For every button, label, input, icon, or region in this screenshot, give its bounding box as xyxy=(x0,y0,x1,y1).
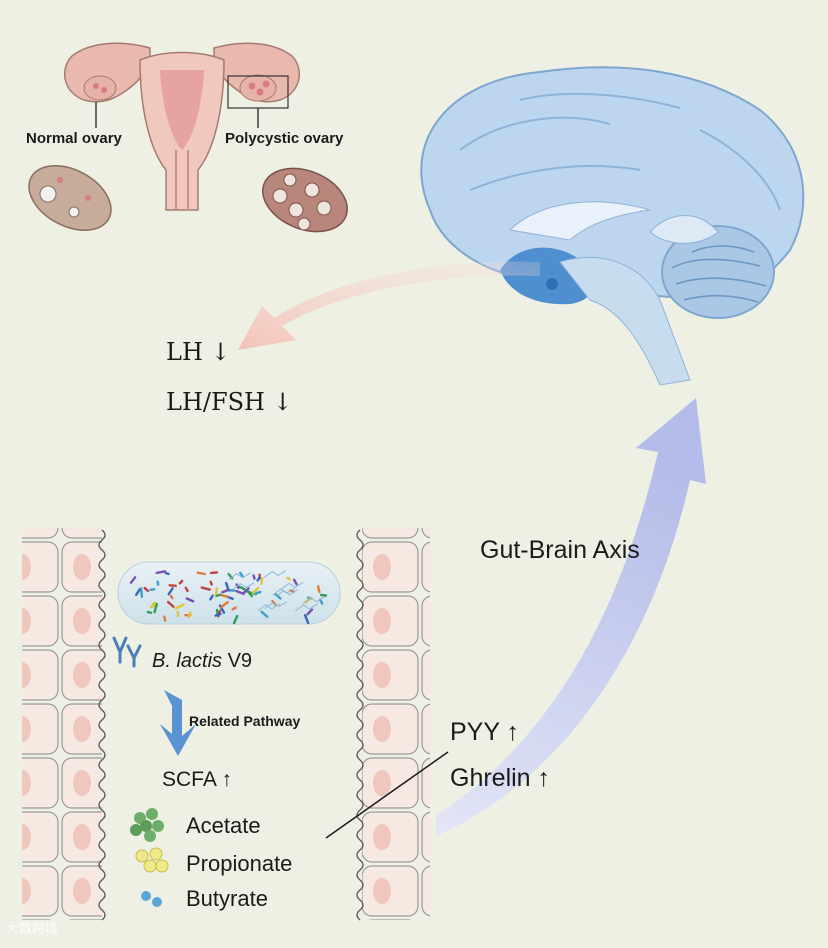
propionate-label: Propionate xyxy=(186,851,293,876)
cerebellum xyxy=(649,215,775,319)
bacterium xyxy=(155,570,167,575)
scfa-label: SCFA ↑ xyxy=(162,768,233,791)
bacterium xyxy=(149,588,156,592)
bacterium xyxy=(238,585,248,592)
bacterium xyxy=(319,593,328,597)
bacterium xyxy=(166,600,175,608)
bacterium xyxy=(200,586,211,591)
bacterium xyxy=(224,581,230,590)
receptor-icon xyxy=(112,636,142,668)
bacterium xyxy=(149,604,157,609)
bacterium xyxy=(184,586,189,593)
bacterium xyxy=(231,606,237,611)
acetate-label: Acetate xyxy=(186,813,261,838)
bacterium xyxy=(174,603,185,610)
bacterium xyxy=(232,614,239,625)
bacterium xyxy=(251,586,260,595)
bacterium xyxy=(215,593,222,597)
normal-ovary-section xyxy=(28,165,112,231)
bacteria-cluster xyxy=(129,570,328,625)
bacterium xyxy=(169,594,174,600)
bacterium xyxy=(196,571,206,576)
bacterium xyxy=(151,601,157,606)
bacterium xyxy=(220,600,229,609)
bacterium xyxy=(176,610,180,618)
bacteria-species-name: B. lactis xyxy=(152,650,223,672)
polycystic-ovary-section xyxy=(262,167,348,233)
bacterium xyxy=(256,576,261,582)
lh-fsh-label: LH/FSH ↓ xyxy=(166,388,293,416)
uterus-illustration xyxy=(28,42,348,233)
biofilm-strand xyxy=(263,570,287,578)
bacterium xyxy=(252,590,262,596)
related-pathway-label: Related Pathway xyxy=(189,713,301,729)
bacterium xyxy=(303,613,310,625)
normal-ovary-small xyxy=(83,75,117,101)
bacterium xyxy=(185,597,195,603)
biofilm-strand xyxy=(302,596,325,605)
butyrate-label: Butyrate xyxy=(186,886,268,911)
peptide-pointer-line xyxy=(325,751,449,839)
gut-brain-axis-label: Gut-Brain Axis xyxy=(480,536,640,564)
bacterium xyxy=(146,610,153,614)
biofilm-strand xyxy=(280,581,304,590)
bacterium xyxy=(134,588,141,597)
bacterium xyxy=(143,586,150,593)
intestinal-wall-right xyxy=(356,528,430,921)
gut-brain-arrow xyxy=(436,398,706,836)
bacterium xyxy=(209,571,219,575)
biofilm-strand xyxy=(228,572,251,581)
bacteria-label: B. lactis V9 xyxy=(152,650,252,673)
acetate-icon xyxy=(130,808,164,842)
bacterium xyxy=(306,608,314,616)
lh-label: LH ↓ xyxy=(166,338,231,366)
bacterium xyxy=(286,576,291,581)
normal-ovary-label: Normal ovary xyxy=(26,130,122,147)
bacterium xyxy=(214,612,222,617)
brain-to-hormone-arrow xyxy=(238,261,540,350)
pyy-label: PYY ↑ xyxy=(450,718,520,746)
probiotic-capsule xyxy=(117,561,341,625)
ghrelin-label: Ghrelin ↑ xyxy=(450,764,551,792)
bacterium xyxy=(178,579,184,585)
bacterium xyxy=(209,580,213,586)
brain-illustration xyxy=(420,66,805,386)
bacterium xyxy=(187,611,192,619)
bacterium xyxy=(274,593,282,600)
bacterium xyxy=(163,615,167,622)
bacterium xyxy=(153,602,159,614)
biofilm-strand xyxy=(272,587,295,596)
biofilm-strand xyxy=(257,603,281,612)
biofilm-strand xyxy=(264,601,288,609)
bacterium xyxy=(239,571,244,578)
propionate-icon xyxy=(135,847,169,873)
biofilm-strand xyxy=(232,582,255,591)
bacterium xyxy=(227,596,234,600)
bacterium xyxy=(167,587,174,596)
polycystic-ovary-label: Polycystic ovary xyxy=(225,130,344,147)
bacterium xyxy=(164,571,170,576)
biofilm-strand xyxy=(295,603,318,612)
bacterium xyxy=(252,574,256,580)
bacterium xyxy=(260,577,264,585)
bacterium xyxy=(242,587,250,595)
bacterium xyxy=(317,585,321,594)
bacterium xyxy=(260,610,269,618)
bacterium xyxy=(156,580,160,586)
bacterium xyxy=(221,588,231,594)
intestinal-wall-left xyxy=(22,528,106,921)
bacterium xyxy=(139,587,144,599)
bacterium xyxy=(209,594,214,601)
pathway-arrow xyxy=(160,690,196,756)
bacterium xyxy=(293,578,298,586)
bacterium xyxy=(234,589,245,596)
bacteria-strain: V9 xyxy=(227,650,253,672)
watermark: 大数跨境 xyxy=(6,921,59,936)
bacterium xyxy=(227,572,234,580)
butyrate-icon xyxy=(141,891,162,907)
bacterium xyxy=(168,584,177,588)
bacterium xyxy=(129,576,137,584)
